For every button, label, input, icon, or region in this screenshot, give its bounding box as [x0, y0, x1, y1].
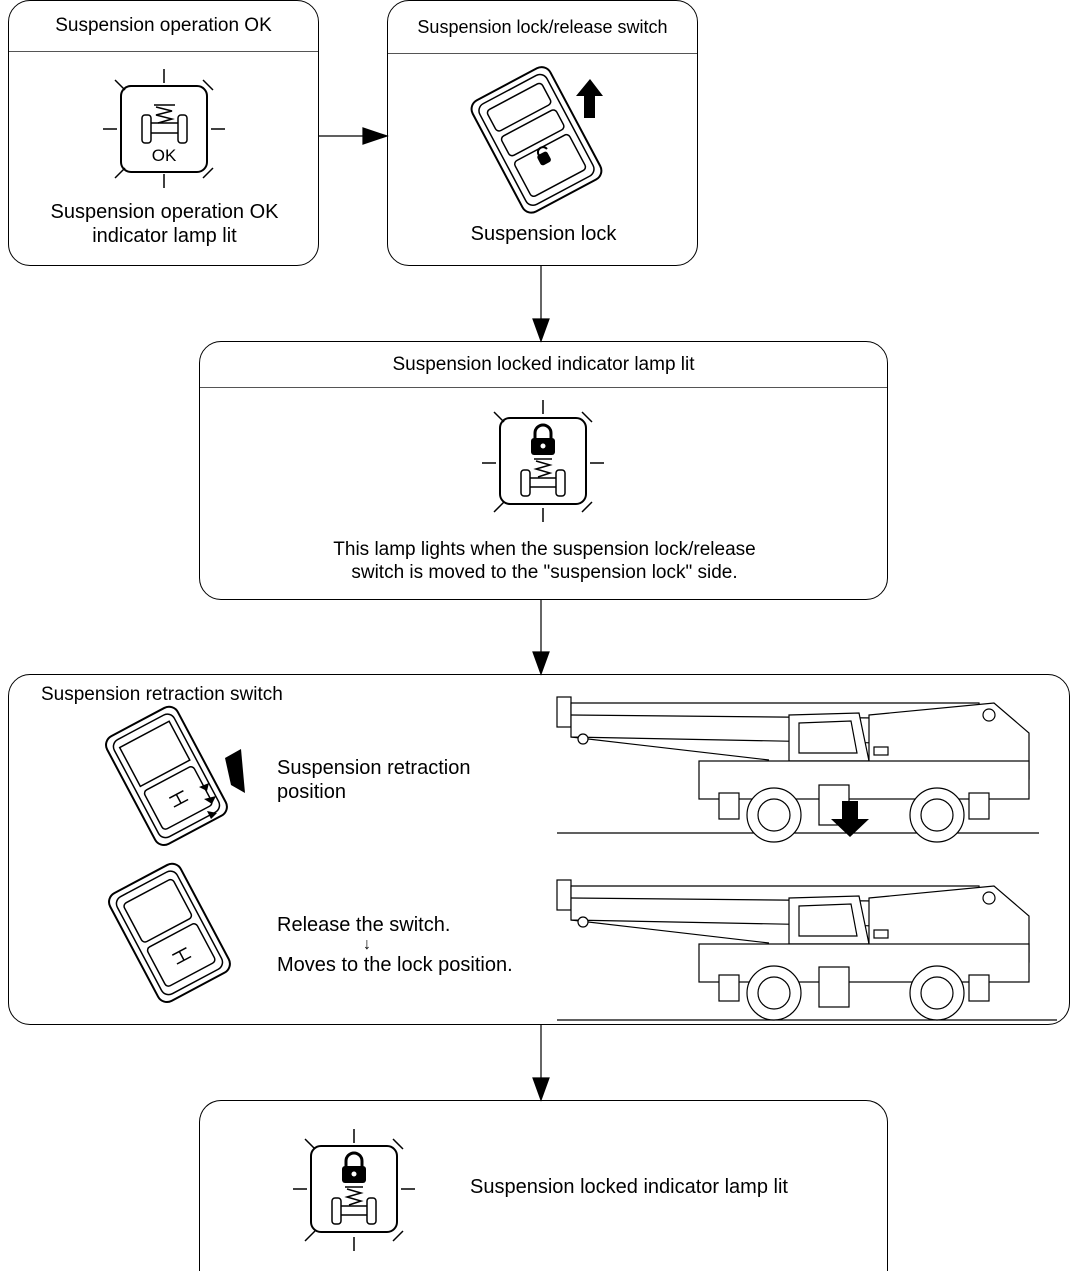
retraction-switch-box: Suspension retraction switch: [8, 674, 1070, 1025]
locked-indicator-title: Suspension locked indicator lamp lit: [200, 342, 887, 388]
suspension-ok-box: Suspension operation OK OK Suspension op…: [8, 0, 319, 266]
final-locked-lamp-icon: [293, 1129, 415, 1251]
arrow-down-icon: [532, 1077, 550, 1102]
rocker-switch-lock-icon: [470, 66, 603, 214]
ok-caption-line1: Suspension operation OK: [50, 201, 279, 223]
arrow-down-icon: [532, 318, 550, 343]
final-locked-caption: Suspension locked indicator lamp lit: [470, 1176, 788, 1198]
rocker-switch-released-icon: [108, 862, 231, 1003]
locked-caption-line2: switch is moved to the "suspension lock"…: [351, 562, 738, 583]
crane-after-retraction-image: [556, 879, 1057, 1021]
arrow-down-icon: [532, 651, 550, 676]
lock-release-switch-title: Suspension lock/release switch: [388, 1, 697, 54]
rocker-switch-retract-icon: [105, 705, 245, 846]
ok-indicator-lamp-icon: [103, 69, 225, 188]
locked-caption-line1: This lamp lights when the suspension loc…: [333, 539, 756, 560]
release-switch-line: Release the switch.: [277, 914, 451, 936]
ok-caption-line2: indicator lamp lit: [92, 225, 237, 247]
moves-to-lock-line: Moves to the lock position.: [277, 954, 513, 976]
locked-indicator-lamp-icon: [482, 400, 604, 522]
retract-position-line1: Suspension retraction: [277, 757, 471, 779]
ok-lamp-label: OK: [151, 146, 177, 165]
suspension-lock-caption: Suspension lock: [470, 223, 617, 245]
locked-indicator-box: Suspension locked indicator lamp lit Thi…: [199, 341, 888, 600]
suspension-ok-title: Suspension operation OK: [9, 1, 318, 52]
release-down-arrow: ↓: [363, 936, 371, 953]
arrow-right-icon: [362, 127, 389, 145]
retraction-switch-title: Suspension retraction switch: [41, 684, 283, 705]
lowering-arrow-icon: [831, 801, 869, 837]
retract-position-line2: position: [277, 781, 346, 803]
final-locked-indicator-box: Suspension locked indicator lamp lit: [199, 1100, 888, 1271]
crane-before-retraction-image: [556, 696, 1039, 843]
lock-release-switch-box: Suspension lock/release switch Suspensio…: [387, 0, 698, 266]
